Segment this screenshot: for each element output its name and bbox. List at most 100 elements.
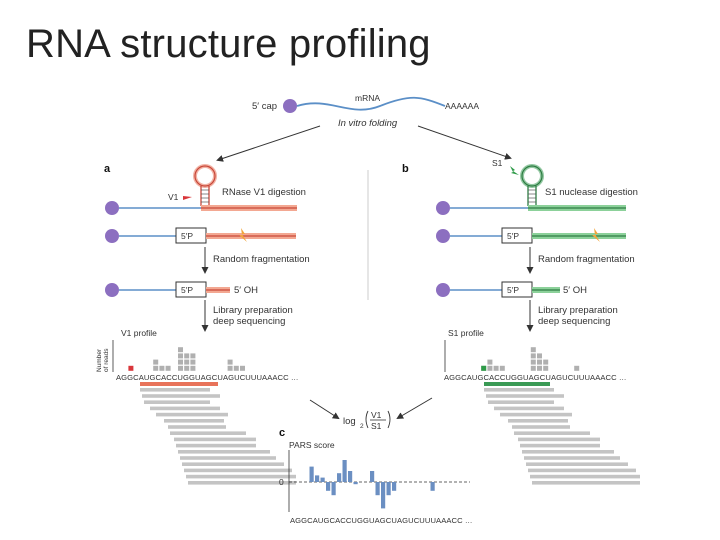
sequence-a: AGGCAUGCACCUGGUAGCUAGUCUUUAAACC … bbox=[116, 373, 299, 382]
pars-score-bar bbox=[315, 475, 320, 482]
pars-score-bar bbox=[337, 473, 342, 482]
pars-score-bar bbox=[348, 471, 353, 482]
hairpin-loop-b-inner bbox=[521, 165, 543, 187]
read-count-square bbox=[190, 359, 196, 365]
library-label-a-2: deep sequencing bbox=[213, 316, 285, 327]
read-count-square bbox=[227, 365, 233, 371]
read-count-square bbox=[184, 365, 190, 371]
pars-score-bar bbox=[353, 482, 358, 485]
cap-icon-b-row1 bbox=[436, 201, 450, 215]
read-count-square bbox=[530, 347, 536, 353]
ratio-denominator: S1 bbox=[371, 421, 382, 431]
sequencing-read bbox=[508, 419, 568, 423]
scissor-icon-a bbox=[183, 196, 192, 200]
five-prime-p-label-b: 5′P bbox=[507, 231, 519, 241]
arrow-to-panel-a bbox=[216, 125, 321, 162]
read-count-square bbox=[530, 365, 536, 371]
five-prime-p-label-a-row3: 5′P bbox=[181, 285, 193, 295]
hairpin-basepairs-a bbox=[201, 189, 209, 203]
highlight-bar-b bbox=[484, 382, 550, 386]
read-count-square bbox=[178, 365, 183, 371]
panel-b-letter: b bbox=[402, 163, 409, 175]
sequencing-read bbox=[500, 412, 572, 417]
y-axis-label-a-2: of reads bbox=[103, 348, 110, 372]
sequencing-read bbox=[520, 443, 600, 448]
read-count-square bbox=[530, 359, 536, 365]
sequence-b: AGGCAUGCACCUGGUAGCUAGUCUUUAAACC … bbox=[444, 373, 627, 382]
ratio-right-paren bbox=[387, 410, 391, 429]
cap-icon-a-row2 bbox=[105, 229, 119, 243]
highlight-bar-a bbox=[140, 382, 218, 386]
sequencing-read bbox=[522, 450, 614, 454]
read-count-square bbox=[499, 365, 505, 371]
profile-label-b: S1 profile bbox=[448, 328, 484, 338]
cap-icon-b-row2 bbox=[436, 229, 450, 243]
panel-b: b S1 S1 nuclease digestion 5′P Random fr… bbox=[402, 158, 640, 485]
pars-score-bar bbox=[342, 460, 347, 482]
y-axis-label-a-1: Number bbox=[96, 348, 103, 372]
log-ratio-formula: log 2 V1 S1 bbox=[343, 410, 391, 431]
panel-a: a V1 RNase V1 digestion 5′P Random fragm… bbox=[96, 163, 310, 485]
sequencing-read bbox=[486, 394, 564, 398]
sequencing-read bbox=[518, 437, 600, 442]
sequencing-read bbox=[184, 468, 292, 473]
read-count-square bbox=[227, 359, 233, 365]
lightning-icon-b-top bbox=[510, 166, 519, 175]
mrna-strand bbox=[296, 96, 446, 111]
read-count-square bbox=[159, 365, 165, 371]
sequencing-read bbox=[484, 388, 554, 392]
arrow-to-panel-b bbox=[417, 125, 512, 160]
hairpin-loop-a-inner bbox=[194, 165, 216, 187]
digestion-label-b: S1 nuclease digestion bbox=[545, 187, 638, 198]
folding-label: In vitro folding bbox=[338, 118, 398, 129]
panel-c-letter: c bbox=[279, 427, 285, 439]
digestion-label-a: RNase V1 digestion bbox=[222, 187, 306, 198]
ratio-prefix: log bbox=[343, 416, 356, 427]
read-count-bars-a bbox=[128, 347, 245, 371]
pars-score-bar bbox=[386, 482, 391, 496]
sequencing-read bbox=[532, 481, 640, 485]
polya-label: AAAAAA bbox=[445, 101, 479, 111]
sequencing-read bbox=[142, 394, 220, 398]
oh-label-a: 5′ OH bbox=[234, 285, 258, 296]
cleavage-site-marker bbox=[128, 365, 134, 371]
slide-title: RNA structure profiling bbox=[26, 22, 431, 66]
read-count-square bbox=[233, 365, 239, 371]
sequencing-read bbox=[180, 456, 276, 460]
sequencing-read bbox=[514, 431, 590, 435]
zero-label: 0 bbox=[279, 477, 284, 487]
sequencing-read bbox=[164, 419, 224, 423]
fragmentation-label-a: Random fragmentation bbox=[213, 254, 310, 265]
mrna-header: 5′ cap mRNA AAAAAA In vitro folding bbox=[216, 93, 512, 162]
pars-score-bars bbox=[309, 460, 435, 509]
sequencing-read bbox=[156, 412, 228, 417]
hairpin-basepairs-b bbox=[528, 189, 536, 203]
mrna-label: mRNA bbox=[355, 93, 380, 103]
lightning-icon-a bbox=[239, 228, 247, 242]
sequencing-read bbox=[174, 437, 256, 442]
read-count-square bbox=[543, 365, 549, 371]
sequencing-read bbox=[186, 474, 296, 479]
read-count-square bbox=[153, 359, 159, 365]
sequencing-read bbox=[168, 425, 226, 429]
read-count-square bbox=[190, 353, 196, 359]
sequencing-read bbox=[526, 462, 628, 466]
read-count-square bbox=[543, 359, 549, 365]
pars-score-bar bbox=[392, 482, 397, 491]
arrow-to-ratio-from-b bbox=[396, 397, 433, 420]
read-count-square bbox=[493, 365, 499, 371]
pars-score-bar bbox=[326, 482, 331, 491]
cap-icon-b-row3 bbox=[436, 283, 450, 297]
read-count-square bbox=[537, 359, 542, 365]
sequencing-read bbox=[488, 400, 554, 404]
pars-score-bar bbox=[320, 477, 325, 482]
pars-score-bar bbox=[309, 466, 314, 482]
cap-icon-a-row3 bbox=[105, 283, 119, 297]
read-count-square bbox=[487, 365, 493, 371]
read-count-square bbox=[153, 365, 159, 371]
library-label-b-1: Library preparation bbox=[538, 305, 618, 316]
cap-icon-a-row1 bbox=[105, 201, 119, 215]
enzyme-label-b: S1 bbox=[492, 158, 503, 168]
five-prime-p-label-b-row3: 5′P bbox=[507, 285, 519, 295]
